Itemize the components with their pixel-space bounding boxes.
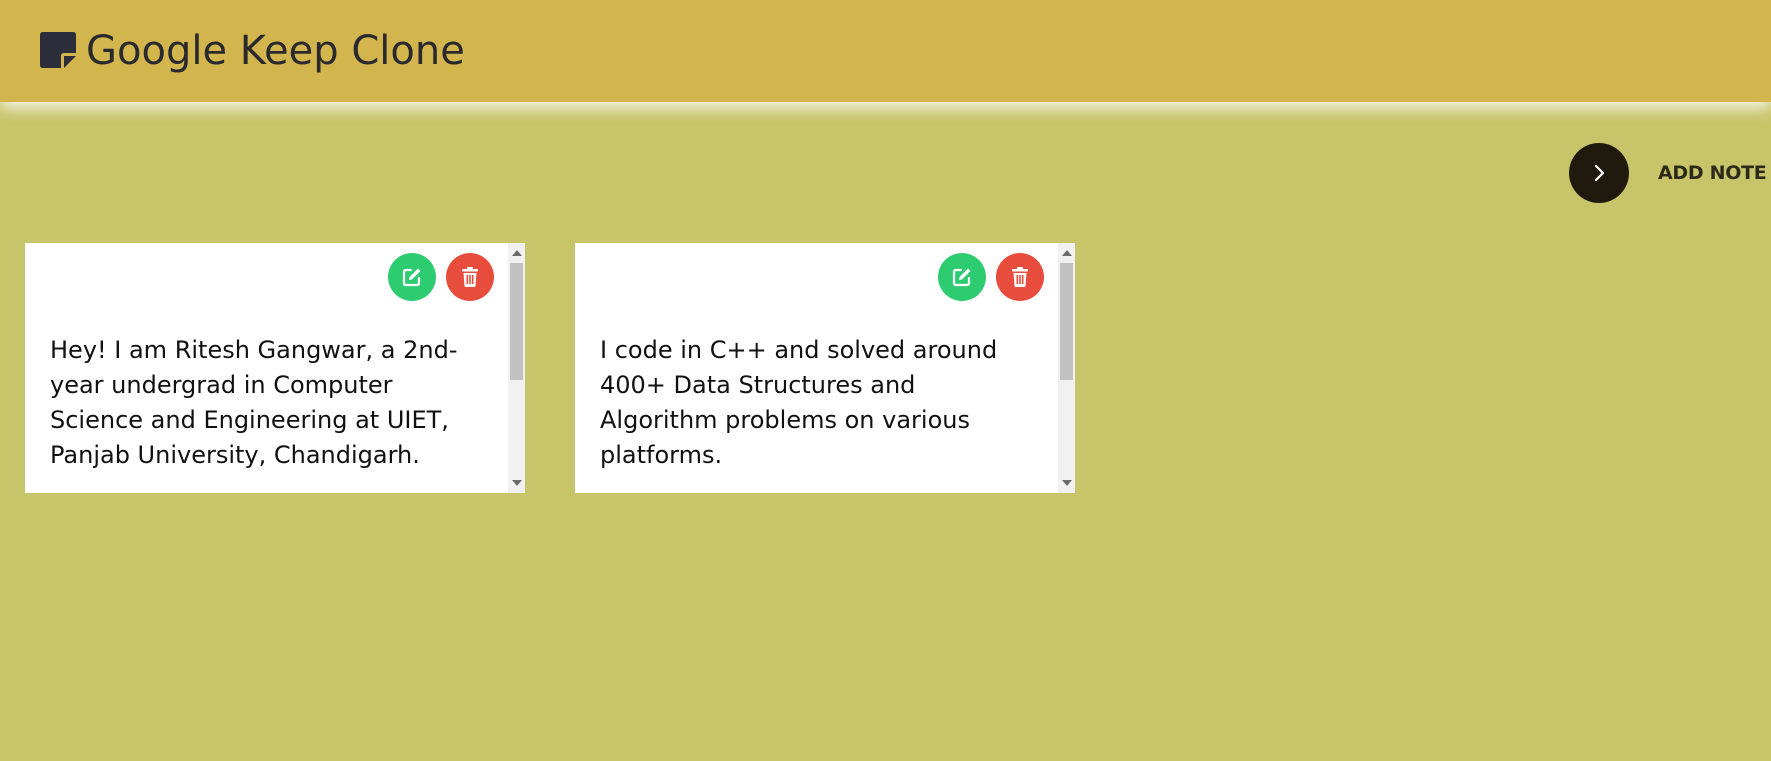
delete-note-button[interactable] [996, 253, 1044, 301]
note-scrollbar[interactable] [508, 243, 525, 493]
note-card: I code in C++ and solved around 400+ Dat… [575, 243, 1075, 493]
note-text[interactable]: I code in C++ and solved around 400+ Dat… [600, 336, 998, 469]
app-title: Google Keep Clone [86, 28, 465, 74]
delete-note-button[interactable] [446, 253, 494, 301]
note-card: Hey! I am Ritesh Gangwar, a 2nd-year und… [25, 243, 525, 493]
add-note-button[interactable] [1569, 143, 1629, 203]
note-scrollbar[interactable] [1058, 243, 1075, 493]
scroll-up-arrow-icon[interactable] [512, 250, 522, 256]
chevron-right-icon [1594, 164, 1605, 182]
edit-note-button[interactable] [388, 253, 436, 301]
scrollbar-thumb[interactable] [1060, 263, 1073, 380]
scroll-up-arrow-icon[interactable] [1062, 250, 1072, 256]
app-header: Google Keep Clone [0, 0, 1771, 102]
edit-note-button[interactable] [938, 253, 986, 301]
edit-icon [402, 268, 421, 287]
scrollbar-thumb[interactable] [510, 263, 523, 380]
trash-icon [462, 267, 478, 287]
edit-icon [952, 268, 971, 287]
note-actions [388, 253, 494, 301]
sticky-note-icon [40, 32, 76, 68]
add-note-label[interactable]: ADD NOTE [1658, 162, 1767, 184]
note-text[interactable]: Hey! I am Ritesh Gangwar, a 2nd-year und… [50, 336, 458, 469]
trash-icon [1012, 267, 1028, 287]
note-actions [938, 253, 1044, 301]
scroll-down-arrow-icon[interactable] [1062, 480, 1072, 486]
scroll-down-arrow-icon[interactable] [512, 480, 522, 486]
